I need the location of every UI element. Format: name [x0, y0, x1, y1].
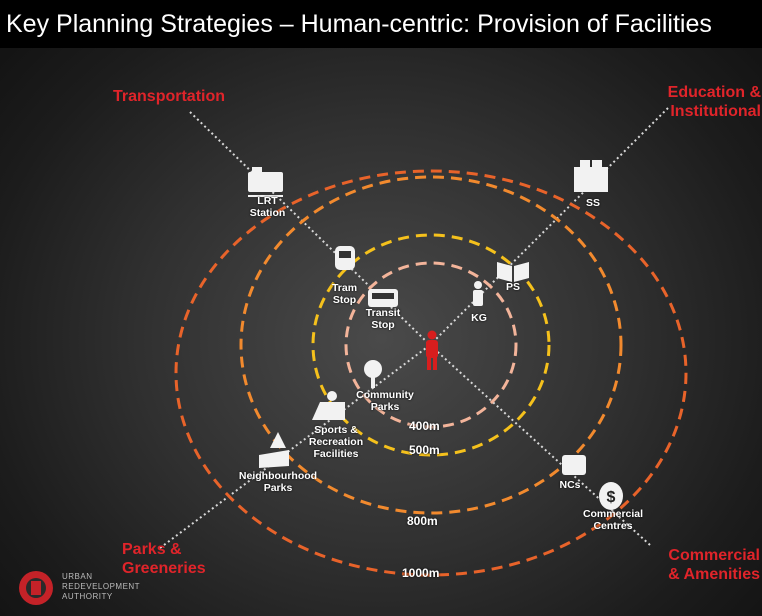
ring-1000m	[174, 169, 688, 577]
radial-line-education	[429, 107, 669, 346]
tree-icon	[364, 360, 382, 388]
label-ncs: NCs	[559, 479, 581, 491]
label-lrt-station: LRT Station	[249, 195, 286, 219]
distance-1000m: 1000m	[402, 566, 440, 580]
label-tram-stop: Tram Stop	[331, 282, 358, 306]
slide-title: Key Planning Strategies – Human-centric:…	[0, 0, 762, 48]
label-kg: KG	[471, 312, 487, 324]
ura-logo: URBAN REDEVELOPMENT AUTHORITY	[16, 568, 156, 612]
ring-500m	[311, 233, 551, 457]
label-sports-recreation: Sports & Recreation Facilities	[308, 424, 364, 460]
label-ss: SS	[585, 197, 600, 209]
person-icon	[426, 330, 438, 370]
svg-text:$: $	[607, 489, 616, 506]
shop-icon	[562, 455, 586, 475]
ring-800m	[239, 175, 623, 515]
radial-line-transportation	[189, 111, 431, 346]
distance-800m: 800m	[407, 514, 438, 528]
ura-logo-mark	[19, 571, 53, 605]
distance-500m: 500m	[409, 443, 440, 457]
category-education: Education & Institutional	[667, 84, 761, 120]
category-commercial: Commercial & Amenities	[668, 547, 760, 583]
category-parks: Parks & Greeneries	[122, 541, 206, 577]
money-bag-icon: $	[599, 482, 623, 510]
category-transportation: Transportation	[113, 88, 226, 105]
distance-400m: 400m	[409, 419, 440, 433]
park-icon	[259, 432, 289, 468]
ring-400m	[344, 261, 518, 429]
ura-logo-text: URBAN REDEVELOPMENT AUTHORITY	[62, 572, 141, 601]
label-community-parks: Community Parks	[356, 389, 414, 413]
kindergarten-icon	[473, 281, 483, 306]
bus-icon	[368, 289, 398, 307]
school-building-icon	[574, 160, 608, 192]
book-icon	[497, 262, 529, 282]
tram-icon	[335, 246, 355, 270]
lrt-station-icon	[248, 167, 283, 197]
label-transit-stop: Transit Stop	[365, 307, 401, 331]
sports-field-icon	[312, 391, 345, 420]
label-ps: PS	[505, 281, 520, 293]
label-neighbourhood-parks: Neighbourhood Parks	[238, 470, 318, 494]
label-commercial-centres: Commercial Centres	[582, 508, 644, 532]
radial-line-parks	[159, 344, 431, 549]
